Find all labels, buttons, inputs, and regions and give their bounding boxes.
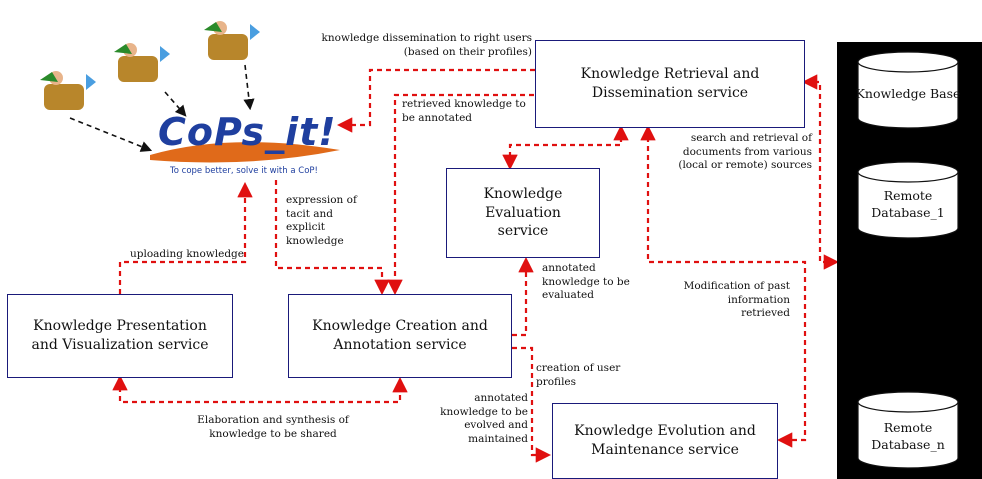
database-label-remoten: Remote Database_n: [871, 420, 945, 452]
presentation-service-box[interactable]: Knowledge Presentation and Visualization…: [7, 294, 233, 378]
logo-tagline: To cope better, solve it with a CoP!: [170, 166, 318, 176]
user-figure-icon: [114, 43, 170, 82]
label-uploading: uploading knowledge: [130, 248, 244, 260]
evolution-service-label: Knowledge Evolution and Maintenance serv…: [574, 423, 756, 458]
label-elaboration: Elaboration and synthesis of knowledge t…: [197, 414, 349, 440]
evaluation-service-label: Knowledge Evaluation service: [483, 185, 563, 240]
evaluation-service-box[interactable]: Knowledge Evaluation service: [446, 168, 600, 258]
database-label-remote1: Remote Database_1: [871, 188, 945, 220]
label-retrieved: retrieved knowledge to be annotated: [402, 98, 526, 124]
cops-it-logo: CoPs_it!: [158, 110, 337, 154]
database-label-kb: Knowledge Base: [855, 86, 961, 101]
evolution-service-box[interactable]: Knowledge Evolution and Maintenance serv…: [552, 403, 778, 479]
label-dissemination: knowledge dissemination to right users (…: [321, 32, 532, 58]
creation-service-label: Knowledge Creation and Annotation servic…: [312, 318, 488, 353]
retrieval-service-label: Knowledge Retrieval and Dissemination se…: [580, 66, 760, 101]
label-search: search and retrieval of documents from v…: [678, 132, 812, 172]
presentation-service-label: Knowledge Presentation and Visualization…: [31, 318, 209, 353]
retrieval-service-box[interactable]: Knowledge Retrieval and Dissemination se…: [535, 40, 805, 128]
creation-service-box[interactable]: Knowledge Creation and Annotation servic…: [288, 294, 512, 378]
user-figure-icon: [40, 71, 96, 110]
label-annotated-evolve: annotated knowledge to be evolved and ma…: [440, 392, 528, 445]
label-modification: Modification of past information retriev…: [683, 280, 790, 320]
label-creation-profiles: creation of user profiles: [536, 362, 621, 388]
label-annotated-eval: annotated knowledge to be evaluated: [542, 262, 630, 302]
label-expression: expression of tacit and explicit knowled…: [286, 194, 357, 247]
user-figure-icon: [204, 21, 260, 60]
